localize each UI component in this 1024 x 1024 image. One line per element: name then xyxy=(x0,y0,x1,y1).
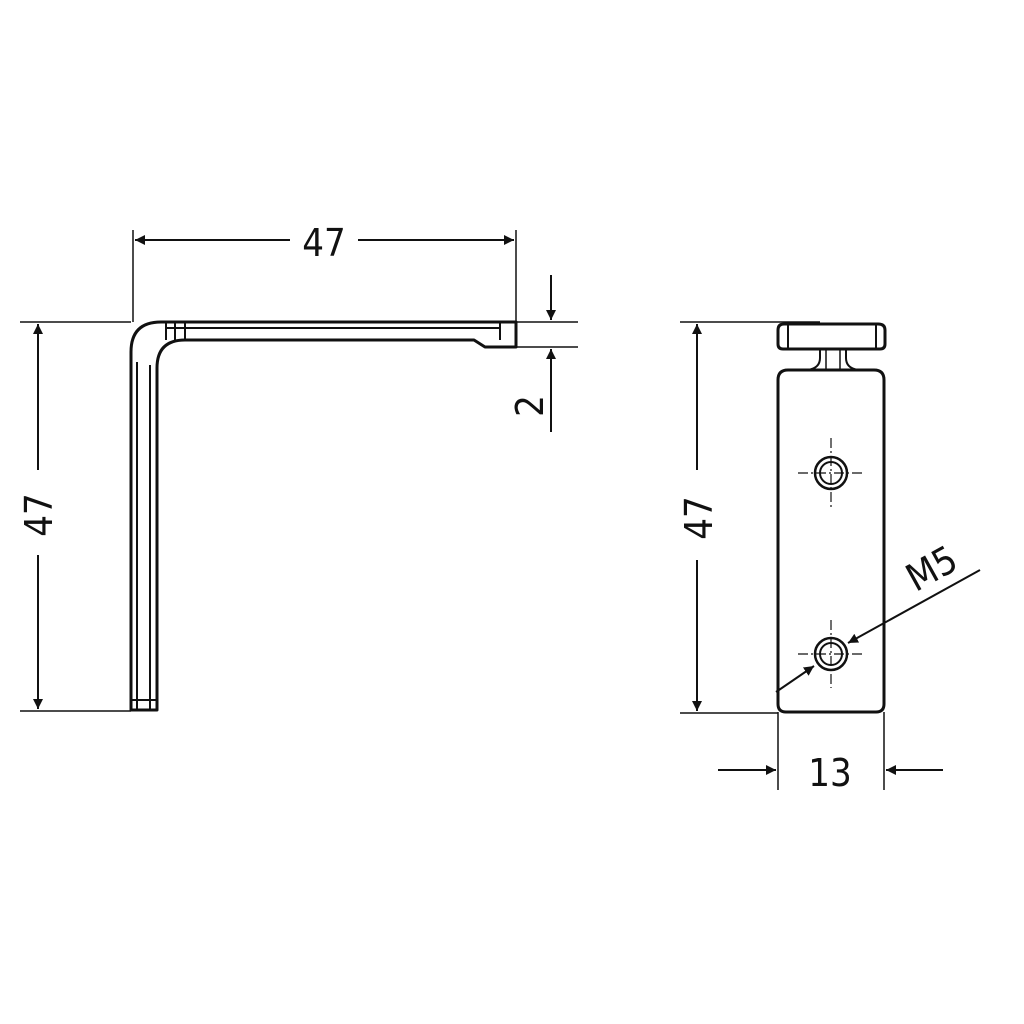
side-view-dimensions xyxy=(20,230,578,712)
lower-hole xyxy=(798,620,864,688)
front-width-dimension-label: 13 xyxy=(808,751,852,795)
front-height-dimension-label: 47 xyxy=(677,496,721,540)
bracket-outer-profile xyxy=(129,320,518,712)
front-view-holes xyxy=(798,438,864,688)
thread-size-label: M5 xyxy=(899,537,965,600)
side-view xyxy=(129,320,518,712)
bracket-neck xyxy=(807,349,859,371)
front-view-dimensions xyxy=(680,321,981,790)
side-thickness-dimension-label: 2 xyxy=(508,395,552,417)
strip-body xyxy=(776,368,886,714)
front-view xyxy=(776,322,887,714)
thread-leader-line xyxy=(847,569,981,644)
upper-hole xyxy=(798,438,864,508)
side-width-dimension-label: 47 xyxy=(302,221,346,265)
top-flange xyxy=(776,322,887,351)
side-height-dimension-label: 47 xyxy=(17,493,61,537)
thread-leader-line-lower xyxy=(775,665,815,693)
